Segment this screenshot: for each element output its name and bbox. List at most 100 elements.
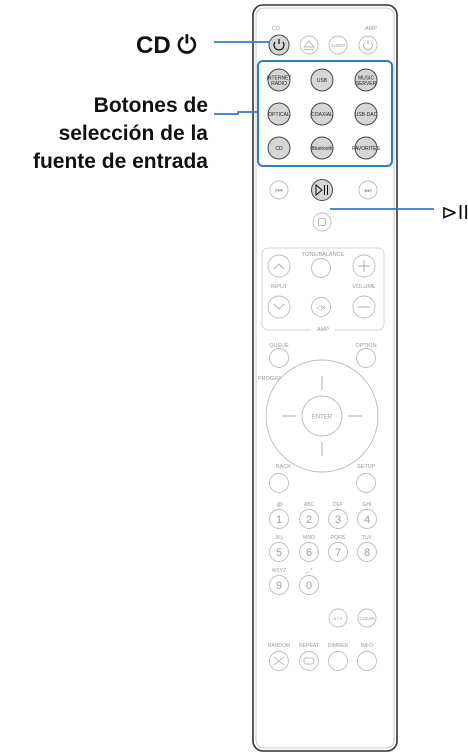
option-button[interactable] bbox=[356, 348, 376, 368]
skip-forward-button[interactable]: ⏭ bbox=[358, 180, 378, 200]
option-label: OPTION bbox=[355, 343, 376, 349]
source-button-usb-dac[interactable]: USB-DAC bbox=[354, 102, 378, 126]
volume-down-button[interactable] bbox=[352, 295, 376, 319]
source-button-label: USB bbox=[317, 78, 328, 84]
source-callout-line-1: Botones de bbox=[93, 94, 208, 117]
random-label: RANDOM bbox=[268, 643, 290, 649]
source-callout-line-2: selección de la bbox=[58, 122, 208, 145]
info-label: INFO bbox=[361, 643, 373, 649]
sleep-button[interactable]: SLEEP bbox=[328, 35, 348, 55]
numpad-digit: 0 bbox=[306, 580, 312, 592]
skip-forward-icon: ⏭ bbox=[364, 186, 371, 195]
numpad-sub-label: ABC bbox=[304, 502, 315, 508]
program-label: PROGRAM bbox=[258, 376, 287, 382]
numpad-button-9[interactable]: 9 bbox=[269, 575, 289, 595]
queue-button[interactable] bbox=[269, 348, 289, 368]
source-button-cd[interactable]: CD bbox=[267, 136, 291, 160]
numpad-digit: 2 bbox=[306, 514, 312, 526]
repeat-icon bbox=[303, 657, 315, 665]
source-button-optical[interactable]: OPTICAL bbox=[267, 102, 291, 126]
numpad: .@/1ABC2DEF3GHI4JKL5MNO6PQRS7TUV8WXYZ9␣ … bbox=[269, 502, 377, 595]
svg-text:SLEEP: SLEEP bbox=[331, 43, 346, 48]
numpad-button-4[interactable]: 4 bbox=[357, 509, 377, 529]
source-callout-line bbox=[214, 111, 259, 115]
chevron-down-icon bbox=[273, 303, 285, 310]
numpad-sub-label: WXYZ bbox=[272, 568, 286, 574]
amp-power-button[interactable] bbox=[358, 35, 378, 55]
source-button-label: COAXIAL bbox=[311, 112, 333, 118]
source-button-usb[interactable]: USB bbox=[310, 68, 334, 92]
source-button-label: FAVORITES bbox=[352, 146, 380, 152]
repeat-button[interactable] bbox=[299, 651, 319, 671]
skip-back-icon: ⏮ bbox=[275, 186, 282, 195]
setup-label: SETUP bbox=[357, 464, 376, 470]
a-a-button[interactable]: a / A bbox=[328, 608, 348, 628]
mute-icon: ◁× bbox=[316, 305, 325, 312]
eject-button[interactable] bbox=[299, 35, 319, 55]
tone-balance-label: TONE/BALANCE bbox=[302, 252, 345, 258]
setup-button[interactable] bbox=[356, 473, 376, 493]
random-button[interactable] bbox=[269, 651, 289, 671]
numpad-sub-label: DEF bbox=[333, 502, 343, 508]
numpad-sub-label: MNO bbox=[303, 535, 315, 541]
source-button-bluetooth[interactable]: Bluetooth bbox=[310, 136, 334, 160]
eject-icon bbox=[303, 40, 315, 50]
skip-back-button[interactable]: ⏮ bbox=[269, 180, 289, 200]
source-button-label: CD bbox=[275, 146, 283, 152]
numpad-digit: 5 bbox=[276, 547, 282, 559]
cd-power-button[interactable] bbox=[268, 34, 290, 56]
info-button[interactable] bbox=[357, 651, 377, 671]
numpad-sub-label: .@/ bbox=[275, 502, 283, 508]
source-callout-line-3: fuente de entrada bbox=[32, 150, 208, 173]
source-button-label: SERVER bbox=[356, 81, 377, 87]
amp-label: AMP bbox=[317, 327, 329, 333]
numpad-button-2[interactable]: 2 bbox=[299, 509, 319, 529]
numpad-digit: 6 bbox=[306, 547, 312, 559]
power-icon bbox=[363, 40, 373, 51]
numpad-button-3[interactable]: 3 bbox=[328, 509, 348, 529]
numpad-button-7[interactable]: 7 bbox=[328, 542, 348, 562]
svg-text:CLEAR: CLEAR bbox=[359, 616, 375, 621]
numpad-sub-label: ␣ * bbox=[306, 568, 313, 574]
stop-icon bbox=[318, 218, 326, 226]
chevron-up-icon bbox=[273, 263, 285, 270]
source-button-label: INTERNET bbox=[267, 75, 292, 81]
source-button-coaxial[interactable]: COAXIAL bbox=[310, 102, 334, 126]
source-button-favorites[interactable]: FAVORITES bbox=[352, 136, 381, 160]
numpad-sub-label: GHI bbox=[363, 502, 372, 508]
play-pause-icon bbox=[315, 183, 323, 197]
svg-text:a / A: a / A bbox=[333, 616, 342, 621]
source-button-label: MUSIC bbox=[358, 75, 375, 81]
enter-button[interactable]: ENTER bbox=[301, 395, 343, 437]
numpad-digit: 9 bbox=[276, 580, 282, 592]
numpad-button-0[interactable]: 0 bbox=[299, 575, 319, 595]
numpad-digit: 1 bbox=[276, 514, 282, 526]
back-button[interactable] bbox=[269, 473, 289, 493]
stop-button[interactable] bbox=[312, 212, 332, 232]
numpad-button-8[interactable]: 8 bbox=[357, 542, 377, 562]
back-label: BACK bbox=[276, 464, 291, 470]
play-pause-button[interactable] bbox=[311, 179, 333, 201]
dimmer-label: DIMMER bbox=[328, 643, 349, 649]
source-button-label: OPTICAL bbox=[268, 112, 290, 118]
numpad-button-5[interactable]: 5 bbox=[269, 542, 289, 562]
numpad-button-1[interactable]: 1 bbox=[269, 509, 289, 529]
numpad-button-6[interactable]: 6 bbox=[299, 542, 319, 562]
input-down-button[interactable] bbox=[267, 295, 291, 319]
numpad-digit: 3 bbox=[335, 514, 341, 526]
numpad-sub-label: TUV bbox=[362, 535, 373, 541]
mute-button[interactable]: ◁× bbox=[311, 297, 331, 317]
volume-label: VOLUME bbox=[352, 284, 376, 290]
tone-balance-button[interactable] bbox=[311, 258, 331, 278]
input-up-button[interactable] bbox=[267, 254, 291, 278]
dimmer-button[interactable] bbox=[328, 651, 348, 671]
plus-icon bbox=[358, 260, 370, 272]
amp-top-label: AMP bbox=[365, 26, 377, 32]
clear-button[interactable]: CLEAR bbox=[357, 608, 377, 628]
input-label: INPUT bbox=[271, 284, 288, 290]
volume-up-button[interactable] bbox=[352, 254, 376, 278]
